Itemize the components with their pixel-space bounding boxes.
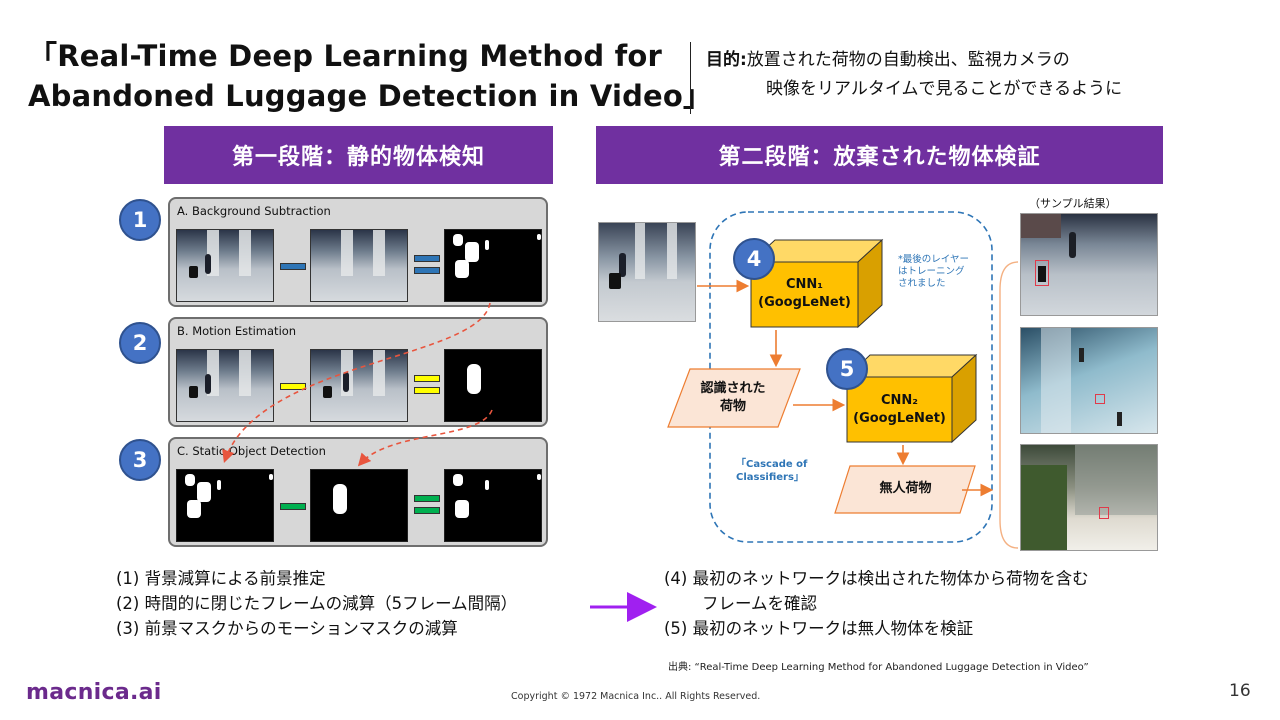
sample-result-photo-3 (1020, 444, 1158, 551)
cnn2-box-front (846, 376, 953, 443)
equals-operator-top (414, 495, 440, 502)
purpose-block: 目的:放置された荷物の自動検出、監視カメラの 映像をリアルタイムで見ることができ… (706, 46, 1122, 104)
cnn1-model: (GoogLeNet) (758, 295, 851, 310)
step-badge-5: 5 (826, 348, 868, 390)
stage2-banner: 第二段階：放棄された物体検証 (596, 126, 1163, 184)
recognized-line2: 荷物 (719, 399, 746, 414)
note-line3: されました (898, 278, 946, 289)
equals-operator-bottom (414, 387, 440, 394)
title-separator (690, 42, 691, 114)
stage1-steps: (1) 背景減算による前景推定 (2) 時間的に閉じたフレームの減算（5フレーム… (116, 566, 517, 641)
slide-title-line2: Abandoned Luggage Detection in Video」 (28, 79, 713, 113)
frame-thumbnail (176, 349, 274, 422)
subtract-operator (280, 503, 306, 510)
background-thumbnail (310, 229, 408, 302)
motion-mask (310, 469, 408, 542)
step-1-text: (1) 背景減算による前景推定 (116, 569, 326, 588)
purpose-label: 目的: (706, 50, 747, 70)
step-badge-2: 2 (119, 322, 161, 364)
copyright: Copyright © 1972 Macnica Inc.. All Right… (511, 691, 761, 702)
input-frame-photo (598, 222, 696, 322)
unattended-luggage-parallelogram (834, 465, 976, 514)
panel-title: B. Motion Estimation (177, 324, 297, 338)
unattended-luggage-label: 無人荷物 (879, 481, 932, 496)
sample-result-photo-2 (1020, 327, 1158, 434)
cascade-line1: 「Cascade of (736, 459, 808, 470)
cnn2-name: CNN₂ (881, 393, 918, 408)
previous-frame-thumbnail (310, 349, 408, 422)
step-4-text: (4) 最初のネットワークは検出された物体から荷物を含む (664, 569, 1089, 588)
step-5-text: (5) 最初のネットワークは無人物体を検証 (664, 619, 974, 638)
static-object-mask (444, 469, 542, 542)
frame-thumbnail (176, 229, 274, 302)
page-number: 16 (1229, 681, 1251, 701)
sample-bracket (999, 261, 1019, 549)
step-badge-4: 4 (733, 238, 775, 280)
stage1-banner: 第一段階：静的物体検知 (164, 126, 553, 184)
panel-motion-estimation: B. Motion Estimation (168, 317, 548, 427)
purpose-line1: 放置された荷物の自動検出、監視カメラの (746, 50, 1070, 70)
equals-operator-top (414, 255, 440, 262)
motion-mask (444, 349, 542, 422)
recognized-line1: 認識された (700, 381, 766, 396)
foreground-mask (176, 469, 274, 542)
cnn2-label: CNN₂ (GoogLeNet) (847, 392, 952, 428)
equals-operator-bottom (414, 507, 440, 514)
cnn1-label: CNN₁ (GoogLeNet) (751, 276, 858, 312)
macnica-logo: macnica.ai (26, 680, 162, 705)
sample-results-caption: （サンプル結果） (1029, 197, 1117, 210)
source-citation: 出典: “Real-Time Deep Learning Method for … (668, 662, 1089, 673)
note-line2: はトレーニング (898, 266, 965, 277)
panel-background-subtraction: A. Background Subtraction (168, 197, 548, 307)
foreground-mask (444, 229, 542, 302)
cnn2-model: (GoogLeNet) (853, 411, 946, 426)
panel-title: C. Static Object Detection (177, 444, 326, 458)
recognized-luggage-label: 認識された 荷物 (678, 380, 788, 416)
equals-operator-bottom (414, 267, 440, 274)
cnn1-name: CNN₁ (786, 277, 823, 292)
panel-static-object-detection: C. Static Object Detection (168, 437, 548, 547)
connector-a-to-c (222, 302, 491, 464)
note-line1: *最後のレイヤー (898, 254, 969, 265)
sample-result-photo-1 (1020, 213, 1158, 316)
equals-operator-top (414, 375, 440, 382)
panel-title: A. Background Subtraction (177, 204, 331, 218)
step-badge-3: 3 (119, 439, 161, 481)
training-note: *最後のレイヤー はトレーニング されました (898, 254, 969, 290)
step-4-text-cont: フレームを確認 (702, 594, 818, 613)
cascade-label: 「Cascade of Classifiers」 (736, 458, 807, 484)
recognized-luggage-parallelogram (667, 368, 801, 428)
step-badge-1: 1 (119, 199, 161, 241)
subtract-operator (280, 263, 306, 270)
step-3-text: (3) 前景マスクからのモーションマスクの減算 (116, 619, 458, 638)
connector-b-to-c (357, 409, 493, 467)
slide-title-line1: 「Real-Time Deep Learning Method for (28, 39, 663, 73)
slide-title: 「Real-Time Deep Learning Method for Aban… (28, 36, 713, 116)
cascade-line2: Classifiers」 (736, 472, 804, 483)
stage2-steps: (4) 最初のネットワークは検出された物体から荷物を含む フレームを確認 (5)… (664, 566, 1089, 641)
step-2-text: (2) 時間的に閉じたフレームの減算（5フレーム間隔） (116, 594, 518, 613)
subtract-operator (280, 383, 306, 390)
purpose-line2: 映像をリアルタイムで見ることができるように (766, 79, 1123, 99)
